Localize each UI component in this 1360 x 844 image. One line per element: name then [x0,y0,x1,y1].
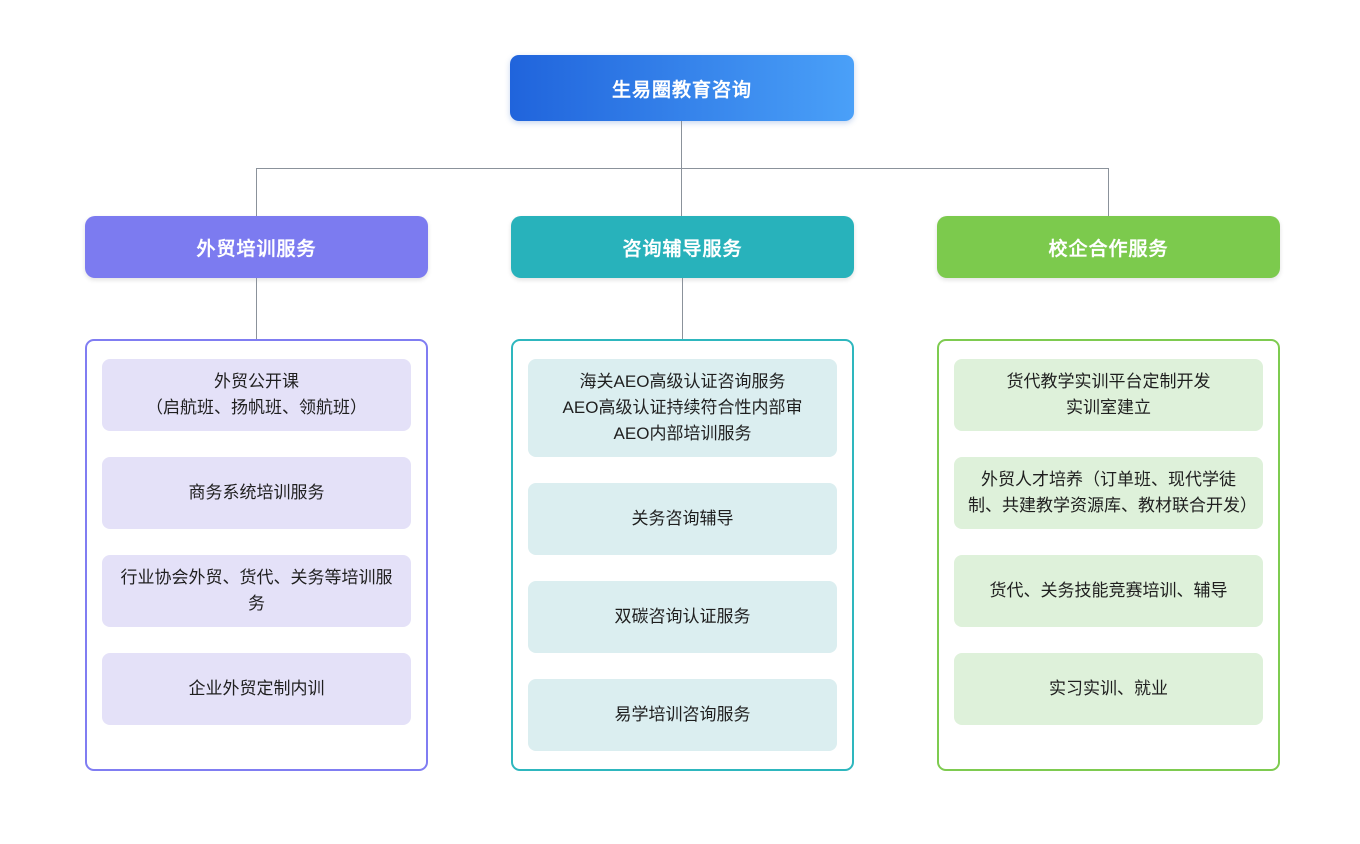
service-item[interactable]: 双碳咨询认证服务 [528,581,837,653]
connector-drop-middle [681,168,682,216]
service-item[interactable]: 实习实训、就业 [954,653,1263,725]
branch-header[interactable]: 咨询辅导服务 [511,216,854,278]
service-item[interactable]: 易学培训咨询服务 [528,679,837,751]
service-item[interactable]: 外贸人才培养（订单班、现代学徒制、共建教学资源库、教材联合开发） [954,457,1263,529]
branch-connector-line [682,278,683,339]
connector-drop-right [1108,168,1109,216]
branch-drop-area [511,278,854,339]
service-item[interactable]: 行业协会外贸、货代、关务等培训服务 [102,555,411,627]
service-item[interactable]: 货代、关务技能竞赛培训、辅导 [954,555,1263,627]
service-item[interactable]: 货代教学实训平台定制开发 实训室建立 [954,359,1263,431]
branch-column: 外贸培训服务 外贸公开课 （启航班、扬帆班、领航班） 商务系统培训服务行业协会外贸… [85,216,428,771]
service-item[interactable]: 外贸公开课 （启航班、扬帆班、领航班） [102,359,411,431]
root-node[interactable]: 生易圈教育咨询 [510,55,854,121]
branch-column: 校企合作服务 货代教学实训平台定制开发 实训室建立外贸人才培养（订单班、现代学徒… [937,216,1280,771]
service-item[interactable]: 企业外贸定制内训 [102,653,411,725]
branch-items-container: 海关AEO高级认证咨询服务 AEO高级认证持续符合性内部审 AEO内部培训服务关… [511,339,854,771]
branch-header[interactable]: 外贸培训服务 [85,216,428,278]
branch-drop-area [85,278,428,339]
service-item[interactable]: 关务咨询辅导 [528,483,837,555]
service-item[interactable]: 商务系统培训服务 [102,457,411,529]
branch-column: 咨询辅导服务 海关AEO高级认证咨询服务 AEO高级认证持续符合性内部审 AEO… [511,216,854,771]
connector-root-drop [681,121,682,168]
columns: 外贸培训服务 外贸公开课 （启航班、扬帆班、领航班） 商务系统培训服务行业协会外贸… [85,216,1280,771]
connector-drop-left [256,168,257,216]
branch-items-container: 货代教学实训平台定制开发 实训室建立外贸人才培养（订单班、现代学徒制、共建教学资… [937,339,1280,771]
service-item[interactable]: 海关AEO高级认证咨询服务 AEO高级认证持续符合性内部审 AEO内部培训服务 [528,359,837,457]
connector-horizontal [256,168,1108,169]
branch-connector-line [256,278,257,339]
branch-header[interactable]: 校企合作服务 [937,216,1280,278]
branch-drop-area [937,278,1280,339]
branch-items-container: 外贸公开课 （启航班、扬帆班、领航班） 商务系统培训服务行业协会外贸、货代、关务等… [85,339,428,771]
